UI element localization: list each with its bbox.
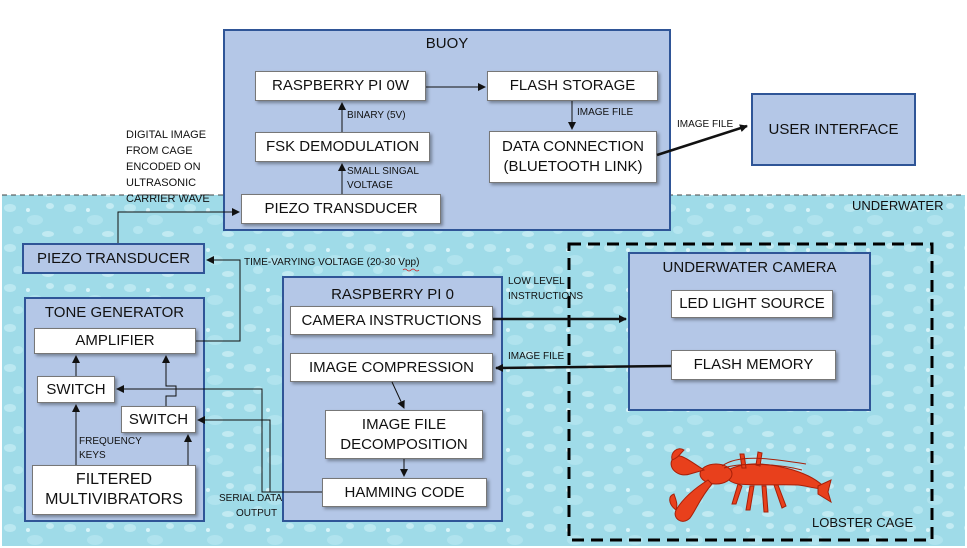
led-light-source-label: LED LIGHT SOURCE xyxy=(679,295,825,312)
low-level-instructions-label-1: LOW LEVEL xyxy=(508,276,565,287)
piezo-transducer-underwater-box[interactable]: PIEZO TRANSDUCER xyxy=(22,243,205,274)
hamming-code-box[interactable]: HAMMING CODE xyxy=(322,478,487,507)
arrow-serial-to-switch-left xyxy=(116,385,322,493)
raspberry-pi-0-title: RASPBERRY PI 0 xyxy=(331,286,454,303)
underwater-label: UNDERWATER xyxy=(852,198,944,213)
user-interface-label: USER INTERFACE xyxy=(768,121,899,138)
switch-right-label: SWITCH xyxy=(128,410,189,428)
switch-right-box[interactable]: SWITCH xyxy=(121,406,196,433)
arrow-serial-to-switch-right xyxy=(197,416,271,492)
hamming-code-label: HAMMING CODE xyxy=(344,483,465,501)
image-file-decomp-line2: DECOMPOSITION xyxy=(340,435,468,453)
fsk-demodulation-label: FSK DEMODULATION xyxy=(265,138,420,155)
flash-memory-box[interactable]: FLASH MEMORY xyxy=(671,350,836,380)
data-connection-line1: DATA CONNECTION xyxy=(502,138,644,155)
digital-image-label-3: ENCODED ON xyxy=(126,161,201,173)
arrow-underwater-piezo-to-buoy xyxy=(117,208,240,243)
raspberry-pi-0w-box[interactable]: RASPBERRY PI 0W xyxy=(255,71,426,101)
binary-label: BINARY (5V) xyxy=(347,110,406,121)
raspberry-pi-0w-label: RASPBERRY PI 0W xyxy=(272,77,409,94)
arrow-amplifier-to-piezo xyxy=(196,256,241,342)
image-file-decomp-line1: IMAGE FILE xyxy=(361,415,447,433)
arrow-flash-memory-to-compression xyxy=(495,363,672,372)
low-level-instructions-label-2: INSTRUCTIONS xyxy=(508,291,583,302)
data-connection-box[interactable]: DATA CONNECTION (BLUETOOTH LINK) xyxy=(489,131,657,183)
tone-generator-title: TONE GENERATOR xyxy=(44,304,185,321)
frequency-keys-label-1: FREQUENCY xyxy=(79,436,142,447)
lobster-cage-label: LOBSTER CAGE xyxy=(812,515,914,530)
arrow-dataconn-to-ui xyxy=(656,124,748,157)
flash-storage-box[interactable]: FLASH STORAGE xyxy=(487,71,658,101)
arrow-compression-to-decomp xyxy=(391,381,405,409)
amplifier-label: AMPLIFIER xyxy=(75,332,155,349)
lobster-illustration xyxy=(669,448,832,522)
frequency-keys-label-2: KEYS xyxy=(79,450,106,461)
filtered-line2: MULTIVIBRATORS xyxy=(45,491,183,508)
image-file-storage-label: IMAGE FILE xyxy=(577,107,634,118)
digital-image-label-1: DIGITAL IMAGE xyxy=(126,129,207,141)
digital-image-label-5: CARRIER WAVE xyxy=(126,193,210,205)
flash-memory-label: FLASH MEMORY xyxy=(693,356,814,373)
image-file-decomposition-box[interactable]: IMAGE FILE DECOMPOSITION xyxy=(325,410,483,459)
camera-instructions-label: CAMERA INSTRUCTIONS xyxy=(301,311,482,329)
arrow-switch-right-to-amplifier xyxy=(162,355,177,406)
switch-left-box[interactable]: SWITCH xyxy=(37,376,115,403)
small-signal-label-line1: SMALL SINGAL xyxy=(347,166,419,177)
serial-data-label-2: OUTPUT xyxy=(236,508,278,519)
camera-instructions-box[interactable]: CAMERA INSTRUCTIONS xyxy=(290,306,493,335)
switch-left-label: SWITCH xyxy=(46,380,106,398)
data-connection-line2: (BLUETOOTH LINK) xyxy=(503,158,643,175)
amplifier-box[interactable]: AMPLIFIER xyxy=(34,328,196,354)
image-file-to-ui-label: IMAGE FILE xyxy=(677,119,734,130)
digital-image-label-2: FROM CAGE xyxy=(126,145,193,157)
piezo-transducer-underwater-label: PIEZO TRANSDUCER xyxy=(36,250,191,267)
time-varying-voltage-label: TIME-VARYING VOLTAGE (20-30 Vpp) xyxy=(244,257,420,268)
led-light-source-box[interactable]: LED LIGHT SOURCE xyxy=(671,290,833,318)
small-signal-label-line2: VOLTAGE xyxy=(347,180,393,191)
buoy-piezo-transducer-box[interactable]: PIEZO TRANSDUCER xyxy=(241,194,441,224)
serial-data-label-1: SERIAL DATA xyxy=(219,493,283,504)
spellcheck-underline xyxy=(402,268,420,272)
buoy-piezo-transducer-label: PIEZO TRANSDUCER xyxy=(264,200,418,217)
image-file-from-camera-label: IMAGE FILE xyxy=(508,351,565,362)
filtered-line1: FILTERED xyxy=(75,471,153,488)
user-interface-box[interactable]: USER INTERFACE xyxy=(751,93,916,166)
image-compression-label: IMAGE COMPRESSION xyxy=(308,358,475,376)
underwater-camera-title: UNDERWATER CAMERA xyxy=(662,259,837,276)
filtered-multivibrators-box[interactable]: FILTERED MULTIVIBRATORS xyxy=(32,465,196,515)
digital-image-label-4: ULTRASONIC xyxy=(126,177,197,189)
image-compression-box[interactable]: IMAGE COMPRESSION xyxy=(290,353,493,382)
underwater-camera-panel: UNDERWATER CAMERA xyxy=(628,252,871,411)
fsk-demodulation-box[interactable]: FSK DEMODULATION xyxy=(255,132,430,162)
buoy-title: BUOY xyxy=(425,35,469,52)
flash-storage-label: FLASH STORAGE xyxy=(509,77,636,94)
